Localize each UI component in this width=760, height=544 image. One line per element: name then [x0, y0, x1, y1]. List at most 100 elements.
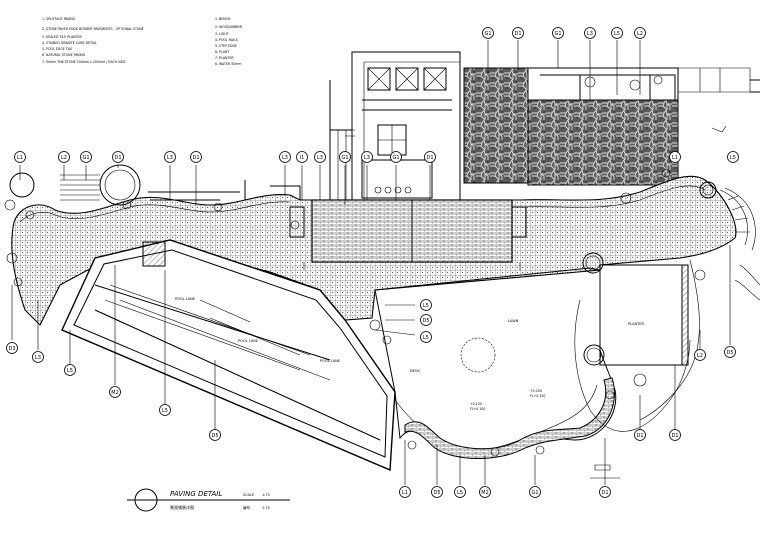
notes-right: 1. BENCH 2. WOOD/ARBOR 3. LIGHT 4. POOL …: [215, 17, 243, 66]
callout-tag: L5: [420, 299, 432, 311]
note-left-6: 6. NATURAL STONE PAVING: [42, 53, 86, 57]
callout-tag-label: D5: [211, 433, 218, 439]
note-right-6: 6. PLANT: [215, 50, 229, 54]
callout-tag-label: L1: [672, 155, 678, 161]
note-right-7: 7. PLANTER: [215, 56, 234, 60]
callout-tag-label: L5: [162, 408, 168, 414]
level-label-2: FL+0.100: [470, 407, 485, 411]
note-right-8: 8. WATER 50mm: [215, 62, 241, 66]
callout-tag: L3: [164, 151, 176, 163]
callout-tag: G1: [482, 27, 494, 39]
callout-tag-label: I1: [300, 155, 305, 161]
note-right-3: 3. LIGHT: [215, 32, 229, 36]
circular-features: [9, 164, 717, 366]
planter-label: PLANTER: [628, 322, 645, 326]
callout-tag: L2: [634, 27, 646, 39]
callout-tag-label: D3: [8, 346, 15, 352]
callout-tag-label: G1: [392, 155, 399, 161]
callout-tag: D1: [599, 486, 611, 498]
callout-tag: L5: [64, 364, 76, 376]
callout-tag-label: D5: [422, 318, 429, 324]
note-right-1: 1. BENCH: [215, 17, 231, 21]
callout-tag: L3: [279, 151, 291, 163]
callout-tag: D5: [420, 314, 432, 326]
callout-tag-label: G1: [82, 155, 89, 161]
callout-tag-label: L3: [282, 155, 288, 161]
callout-tag-label: D5: [726, 350, 733, 356]
callout-tag: L3: [314, 151, 326, 163]
callout-tag-label: L3: [35, 355, 41, 361]
callout-tag: D1: [424, 151, 436, 163]
callout-tag-label: D1: [114, 155, 121, 161]
note-left-1: 1. SPLITFACE PAVING: [42, 17, 76, 21]
callout-tag-label: G1: [531, 490, 538, 496]
callout-tag-label: L5: [730, 155, 736, 161]
callout-tag-label: L2: [61, 155, 67, 161]
level-label-4: FL+0.150: [530, 394, 545, 398]
level-label-1: +0.100: [470, 402, 482, 406]
callout-tag: L5: [420, 331, 432, 343]
callout-tag: G1: [390, 151, 402, 163]
callout-tag: D5: [209, 429, 221, 441]
pool-lane-label-3: POOL LANE: [320, 359, 340, 363]
title-block-title: PAVING DETAIL: [170, 490, 222, 498]
sheet-label: 编号: [243, 505, 250, 510]
callout-tag: D3: [6, 342, 18, 354]
level-label-3: +0.200: [530, 389, 542, 393]
callout-tag: L5: [727, 151, 739, 163]
note-left-5: 5. POOL EDGE TILE: [42, 47, 72, 51]
callout-tag-label: L5: [423, 335, 429, 341]
planting-symbols: [4, 75, 706, 457]
callout-tag-label: D1: [514, 31, 521, 37]
note-left-7: 7. 50mm THK STONE 200mm x 200mm / EACH S…: [42, 60, 125, 64]
callout-tag-label: L5: [614, 31, 620, 37]
stone-wall-feature: [463, 67, 760, 186]
callout-tag-label: D1: [671, 433, 678, 439]
callout-tag: G1: [339, 151, 351, 163]
callout-tag-label: L5: [67, 368, 73, 374]
callout-tag-label: L3: [587, 31, 593, 37]
notes-left: 1. SPLITFACE PAVING 2. STONE PAVER EDGE …: [42, 17, 144, 64]
callout-tag: I1: [296, 151, 308, 163]
callout-tag-label: D1: [426, 155, 433, 161]
callout-tag-label: G1: [554, 31, 561, 37]
callout-tag-label: L2: [697, 353, 703, 359]
callout-tag-label: D1: [192, 155, 199, 161]
right-planter: PLANTER: [574, 259, 700, 432]
callout-tag: D5: [724, 346, 736, 358]
building-block: [329, 51, 461, 201]
note-right-2: 2. WOOD/ARBOR: [215, 25, 243, 29]
deck-label: DECK: [410, 369, 420, 373]
callout-tag: L1: [669, 151, 681, 163]
scale-value: 1:75: [262, 493, 270, 497]
note-left-3: 3. SEALED TILE PLANTER: [42, 35, 83, 39]
callout-tag: D1: [190, 151, 202, 163]
scale-label: SCALE: [243, 493, 254, 497]
callout-tag-label: L5: [423, 303, 429, 309]
note-left-2: 2. STONE PAVER EDGE BORDER PAVEMENTS - O…: [42, 27, 144, 31]
callout-tag: G1: [529, 486, 541, 498]
callout-tag: L2: [58, 151, 70, 163]
callout-tag: L5: [611, 27, 623, 39]
callout-tag-label: L1: [17, 155, 23, 161]
callout-tag: D1: [112, 151, 124, 163]
callout-tag-label: M2: [111, 390, 119, 396]
callout-tag: L5: [159, 404, 171, 416]
callout-tag: L3: [361, 151, 373, 163]
callout-tag-label: G1: [484, 31, 491, 37]
note-left-4: 4. STAINED GRANITE CUBE DETAIL: [42, 41, 97, 45]
callout-tag-label: L3: [317, 155, 323, 161]
callout-tag: D1: [634, 429, 646, 441]
callout-tag: L3: [584, 27, 596, 39]
leader-lines: [11, 40, 731, 485]
curved-planter-edge: [404, 377, 615, 459]
callout-tag: L2: [694, 349, 706, 361]
callout-tag-label: G1: [341, 155, 348, 161]
callout-tag: L3: [32, 351, 44, 363]
callout-tag: D1: [669, 429, 681, 441]
callout-tag-label: D1: [636, 433, 643, 439]
callout-tag-label: L1: [402, 490, 408, 496]
